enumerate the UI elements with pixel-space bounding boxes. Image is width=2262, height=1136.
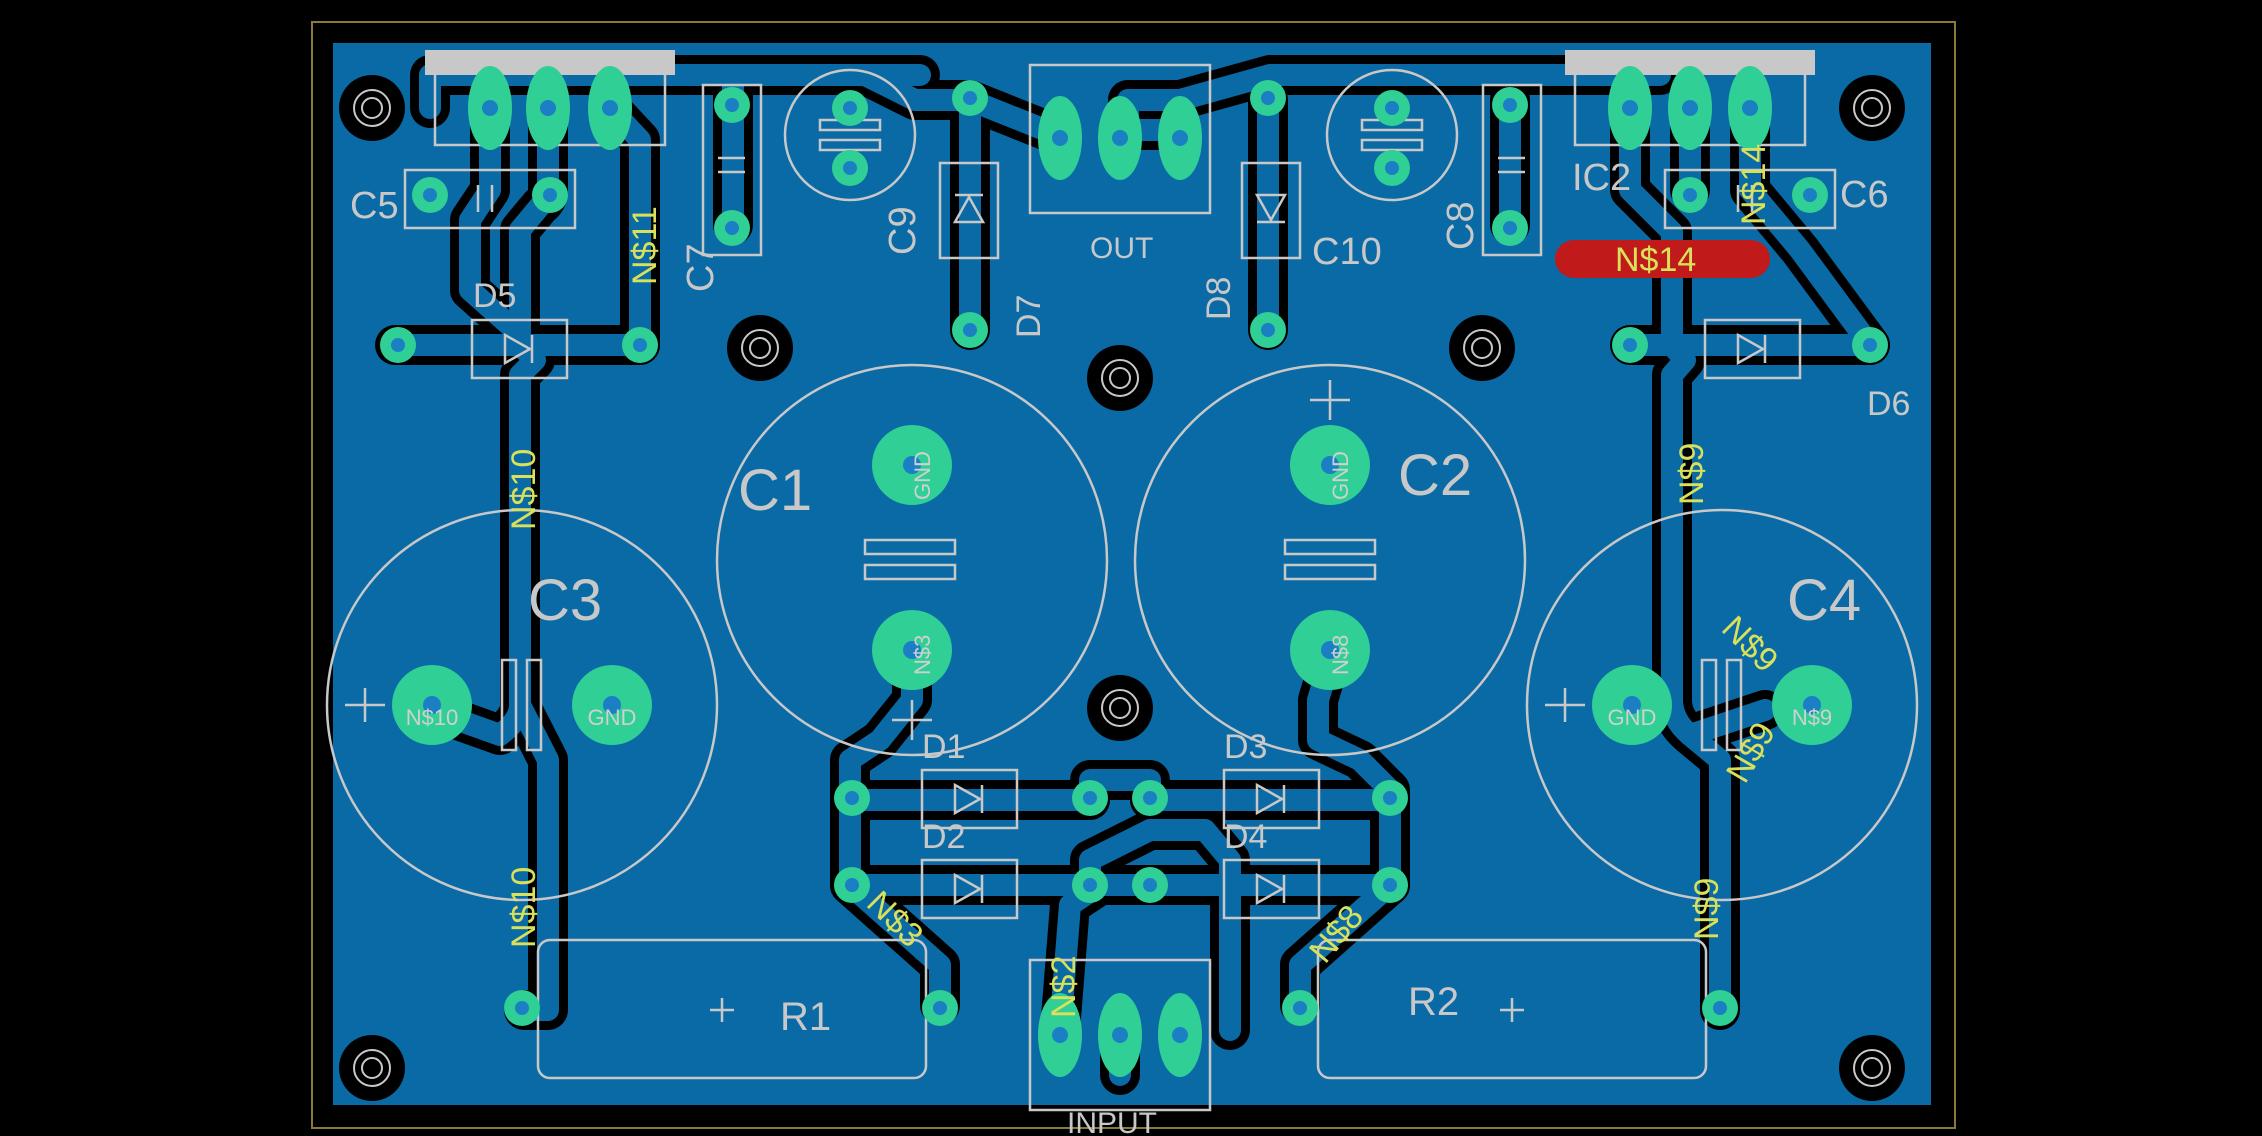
c2-outline <box>1133 363 1527 757</box>
pad-label-c4-n9: N$9 <box>1792 705 1832 730</box>
pad-label-c4-gnd: GND <box>1608 705 1657 730</box>
diode-symbols <box>503 193 1767 906</box>
label-d4: D4 <box>1224 818 1267 856</box>
label-c1: C1 <box>738 458 812 523</box>
label-c2: C2 <box>1398 443 1472 508</box>
net-label-n2: N$2 <box>1045 956 1083 1018</box>
label-d2: D2 <box>922 818 965 856</box>
pad-label-c3-gnd: GND <box>588 705 637 730</box>
c9-outline <box>783 68 917 202</box>
board-outline <box>311 21 1956 1129</box>
net-label-n11: N$11 <box>626 206 664 285</box>
label-c10: C10 <box>1312 231 1382 273</box>
net-label-n10-a: N$10 <box>505 449 543 530</box>
net-label-n9-b: N$9 <box>1688 878 1726 940</box>
pad-label-c1-n3: N$3 <box>910 635 935 675</box>
label-c9: C9 <box>882 206 924 255</box>
label-d7: D7 <box>1010 295 1048 338</box>
label-d3: D3 <box>1224 728 1267 766</box>
pad-label-c2-n8: N$8 <box>1328 635 1353 675</box>
label-d6: D6 <box>1867 385 1910 423</box>
c4-outline <box>1525 508 1919 902</box>
c1-outline <box>715 363 1109 757</box>
label-out: OUT <box>1090 232 1153 265</box>
label-r1: R1 <box>780 995 831 1039</box>
pads <box>380 66 1888 1077</box>
label-d8: D8 <box>1200 277 1238 320</box>
component-labels: C1 C2 C3 C4 C5 C6 C7 C8 C9 C10 D1 D2 D3 … <box>350 157 1910 1136</box>
c10-outline <box>1325 68 1459 202</box>
label-c8: C8 <box>1440 201 1482 250</box>
pad-label-c3-n10: N$10 <box>406 705 459 730</box>
label-d5: D5 <box>473 277 516 315</box>
label-d1: D1 <box>922 728 965 766</box>
c3-outline <box>325 508 719 902</box>
label-c4: C4 <box>1787 568 1861 633</box>
label-c5: C5 <box>350 185 399 227</box>
net-label-n10-b: N$10 <box>505 867 543 948</box>
pad-labels: GND N$3 GND N$8 N$10 GND GND N$9 <box>406 451 1832 730</box>
label-c7: C7 <box>680 243 722 292</box>
label-r2: R2 <box>1408 980 1459 1024</box>
net-label-n9-a: N$9 <box>1673 443 1711 505</box>
highlight-net-n14 <box>1555 240 1770 278</box>
pad-label-c1-gnd: GND <box>910 451 935 500</box>
label-c6: C6 <box>1840 174 1889 216</box>
label-ic2: IC2 <box>1572 157 1631 199</box>
label-c3: C3 <box>528 568 602 633</box>
net-label-n14-highlight: N$14 <box>1615 241 1696 279</box>
mounting-holes <box>339 75 1905 1101</box>
pad-label-c2-gnd: GND <box>1328 451 1353 500</box>
net-label-n14: N$14 <box>1735 144 1773 225</box>
label-input: INPUT <box>1067 1107 1157 1136</box>
